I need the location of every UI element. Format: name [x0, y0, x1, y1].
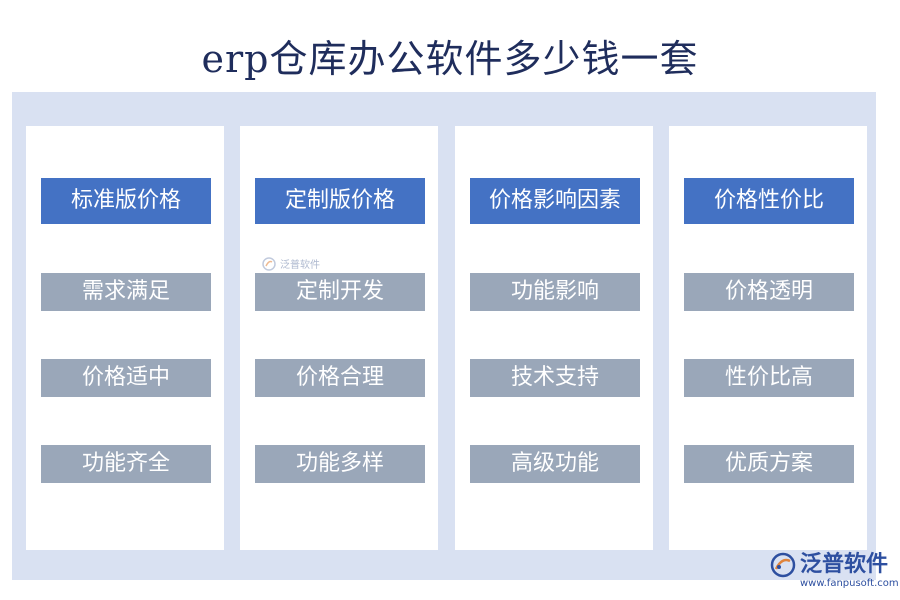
watermark: 泛普软件	[262, 256, 320, 271]
column-item: 性价比高	[684, 359, 854, 397]
column-item: 高级功能	[470, 445, 640, 483]
column-price-factors: 价格影响因素 功能影响 技术支持 高级功能	[455, 126, 653, 550]
column-item: 价格合理	[255, 359, 425, 397]
column-header: 标准版价格	[41, 178, 211, 224]
fanpu-logo-icon	[770, 552, 796, 578]
column-item: 功能齐全	[41, 445, 211, 483]
column-item: 价格透明	[684, 273, 854, 311]
page-title: erp仓库办公软件多少钱一套	[201, 37, 699, 81]
column-header: 定制版价格	[255, 178, 425, 224]
column-item: 功能影响	[470, 273, 640, 311]
column-custom-price: 定制版价格 定制开发 价格合理 功能多样	[240, 126, 438, 550]
column-item: 定制开发	[255, 273, 425, 311]
brand-name: 泛普软件	[800, 552, 889, 577]
watermark-text: 泛普软件	[280, 260, 320, 271]
column-item: 功能多样	[255, 445, 425, 483]
column-header: 价格影响因素	[470, 178, 640, 224]
brand-logo: 泛普软件 www.fanpusoft.com	[770, 552, 899, 589]
column-item: 需求满足	[41, 273, 211, 311]
column-item: 价格适中	[41, 359, 211, 397]
brand-url: www.fanpusoft.com	[800, 578, 899, 589]
column-cost-performance: 价格性价比 价格透明 性价比高 优质方案	[669, 126, 867, 550]
watermark-logo-icon	[262, 256, 276, 271]
column-standard-price: 标准版价格 需求满足 价格适中 功能齐全	[26, 126, 224, 550]
column-item: 优质方案	[684, 445, 854, 483]
column-header: 价格性价比	[684, 178, 854, 224]
column-item: 技术支持	[470, 359, 640, 397]
content-panel: 标准版价格 需求满足 价格适中 功能齐全 定制版价格 定制开发 价格合理 功能多…	[12, 92, 876, 580]
